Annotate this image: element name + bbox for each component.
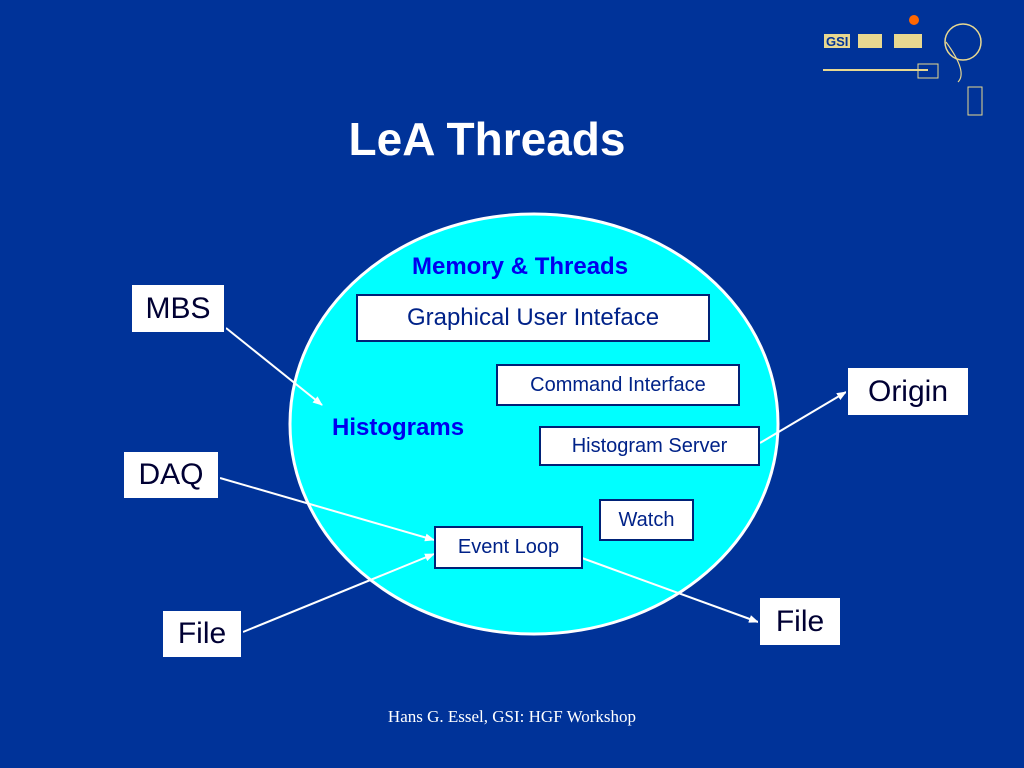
arrow-mbs-histograms xyxy=(225,327,323,406)
mbs-box: MBS xyxy=(130,283,226,334)
slide-footer: Hans G. Essel, GSI: HGF Workshop xyxy=(387,707,637,726)
histograms-label: Histograms xyxy=(332,414,465,441)
memory-threads-label: Memory & Threads xyxy=(412,253,629,280)
gui-box: Graphical User Inteface xyxy=(356,294,710,342)
daq-box: DAQ xyxy=(122,450,220,500)
arrow-event-loop-file xyxy=(581,557,759,623)
arrow-daq-event-loop xyxy=(219,477,435,542)
arrow-server-origin xyxy=(759,391,847,444)
file-input-box: File xyxy=(161,609,243,659)
command-interface-box: Command Interface xyxy=(496,364,740,406)
watch-box: Watch xyxy=(599,499,694,541)
gsi-logo-text: GSI xyxy=(824,34,922,49)
slide-title: LeA Threads xyxy=(348,113,626,165)
file-output-box: File xyxy=(758,596,842,647)
gsi-logo-letters: GSI xyxy=(826,34,848,49)
origin-box: Origin xyxy=(846,366,970,417)
event-loop-box: Event Loop xyxy=(434,526,583,569)
gsi-logo: GSI xyxy=(823,15,983,116)
histogram-server-box: Histogram Server xyxy=(539,426,760,466)
arrow-file-event-loop xyxy=(242,553,435,633)
